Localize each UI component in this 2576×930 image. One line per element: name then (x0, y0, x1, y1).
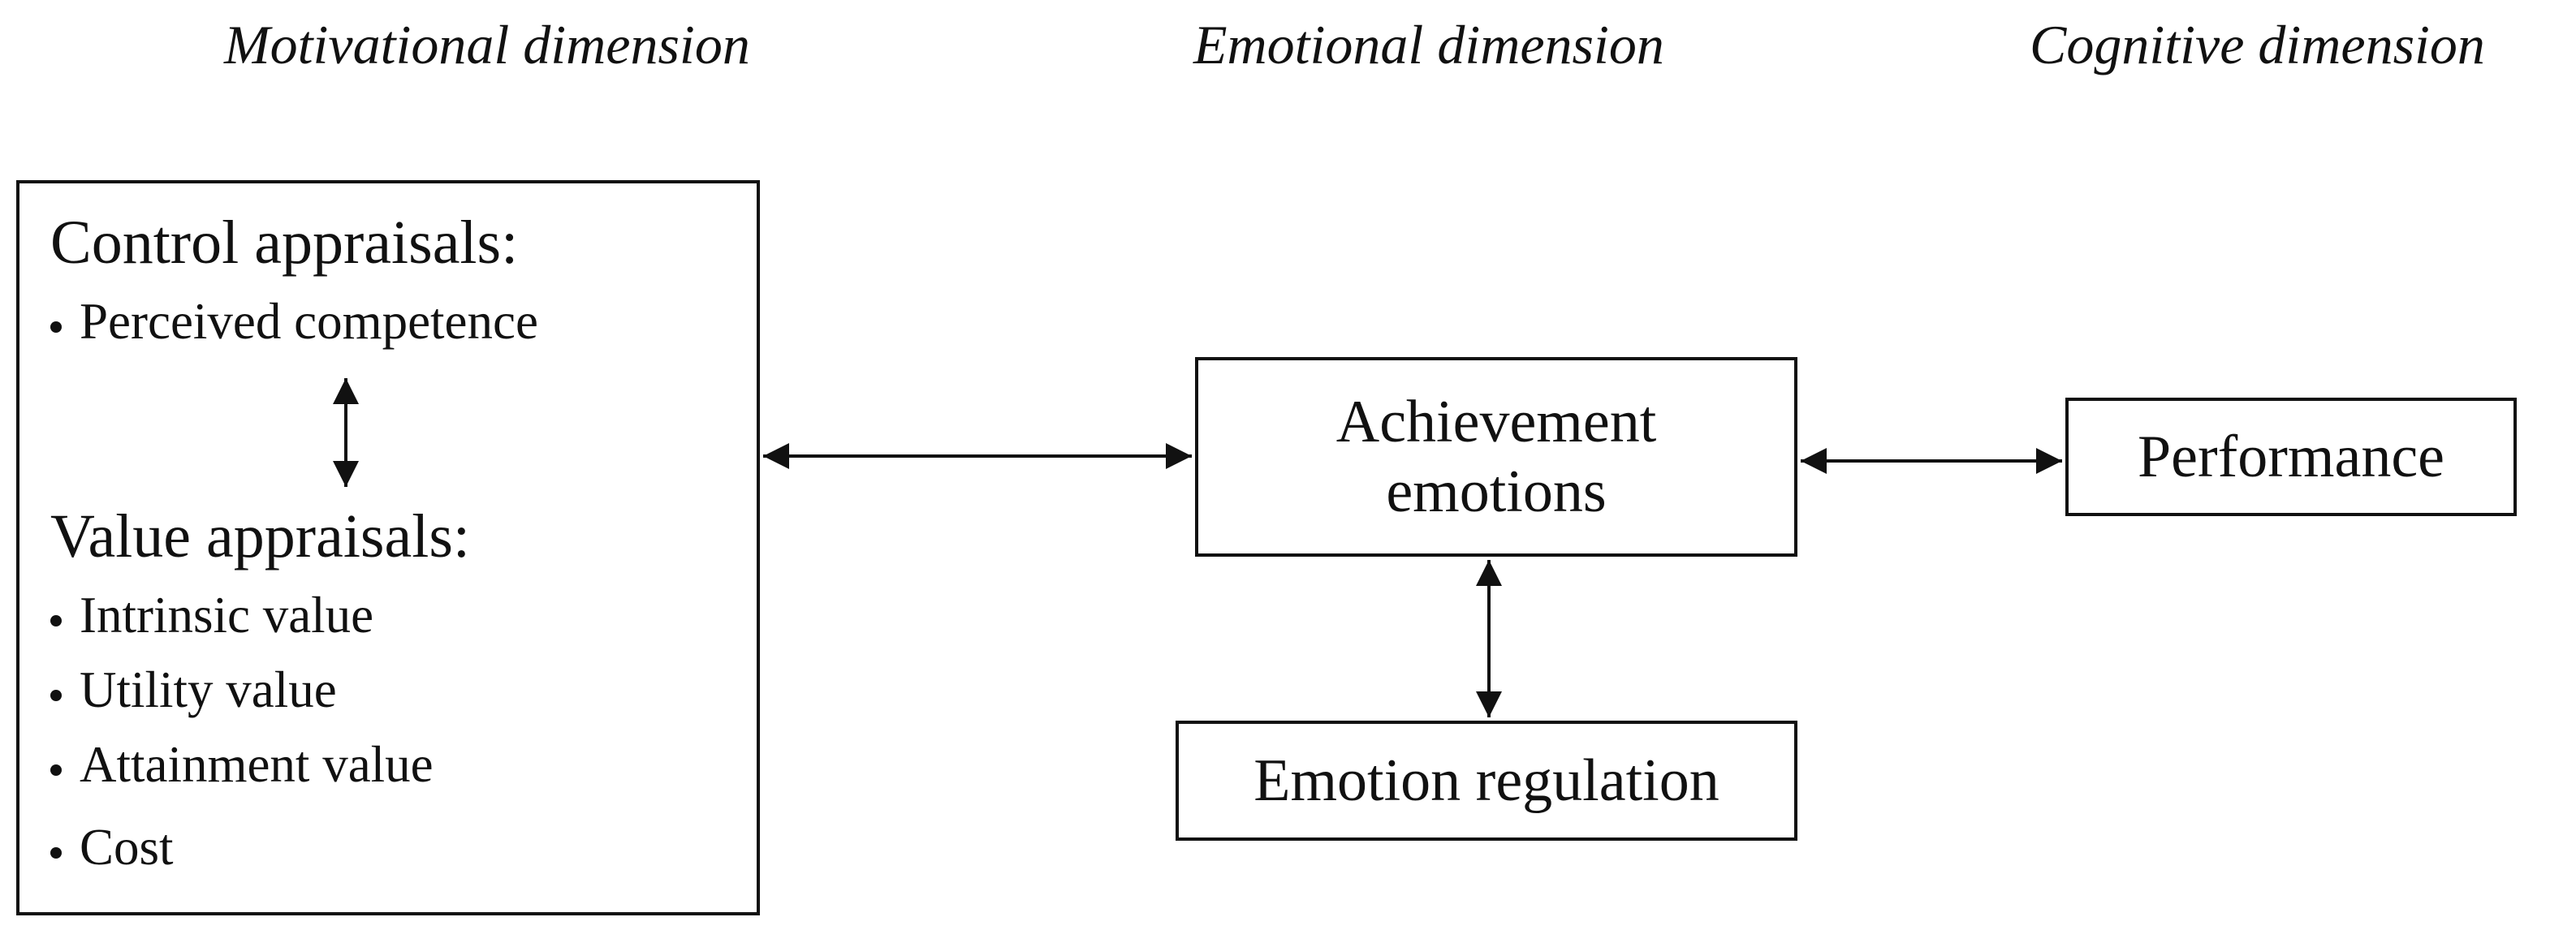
value-item-intrinsic: Intrinsic value (50, 584, 373, 646)
value-item-attainment: Attainment value (50, 734, 434, 795)
emotion-regulation-box: Emotion regulation (1176, 721, 1797, 841)
bullet-label: Cost (80, 819, 174, 876)
motivational-dimension-heading: Motivational dimension (224, 14, 750, 75)
achievement-emotions-box: Achievement emotions (1195, 357, 1797, 557)
cognitive-dimension-heading: Cognitive dimension (2030, 14, 2485, 75)
performance-box: Performance (2065, 398, 2517, 516)
value-appraisals-title: Value appraisals: (50, 502, 471, 570)
bullet-label: Intrinsic value (80, 587, 374, 644)
achievement-emotions-label: Achievement emotions (1198, 360, 1794, 553)
bullet-icon (50, 321, 62, 333)
bullet-icon (50, 615, 62, 626)
control-appraisals-title: Control appraisals: (50, 209, 519, 277)
performance-label: Performance (2137, 424, 2445, 490)
control-item-perceived-competence: Perceived competence (50, 291, 538, 352)
emotional-dimension-heading: Emotional dimension (1193, 14, 1664, 75)
bullet-icon (50, 764, 62, 776)
achievement-line-1: Achievement (1335, 389, 1657, 455)
bullet-label: Perceived competence (80, 293, 538, 350)
value-item-cost: Cost (50, 816, 174, 878)
emotion-regulation-label: Emotion regulation (1253, 747, 1719, 814)
achievement-line-2: emotions (1386, 459, 1607, 525)
bullet-icon (50, 690, 62, 701)
value-item-utility: Utility value (50, 659, 337, 721)
bullet-label: Attainment value (80, 736, 434, 793)
appraisals-box: Control appraisals: Perceived competence… (16, 180, 760, 915)
bullet-icon (50, 847, 62, 859)
bullet-label: Utility value (80, 661, 337, 718)
